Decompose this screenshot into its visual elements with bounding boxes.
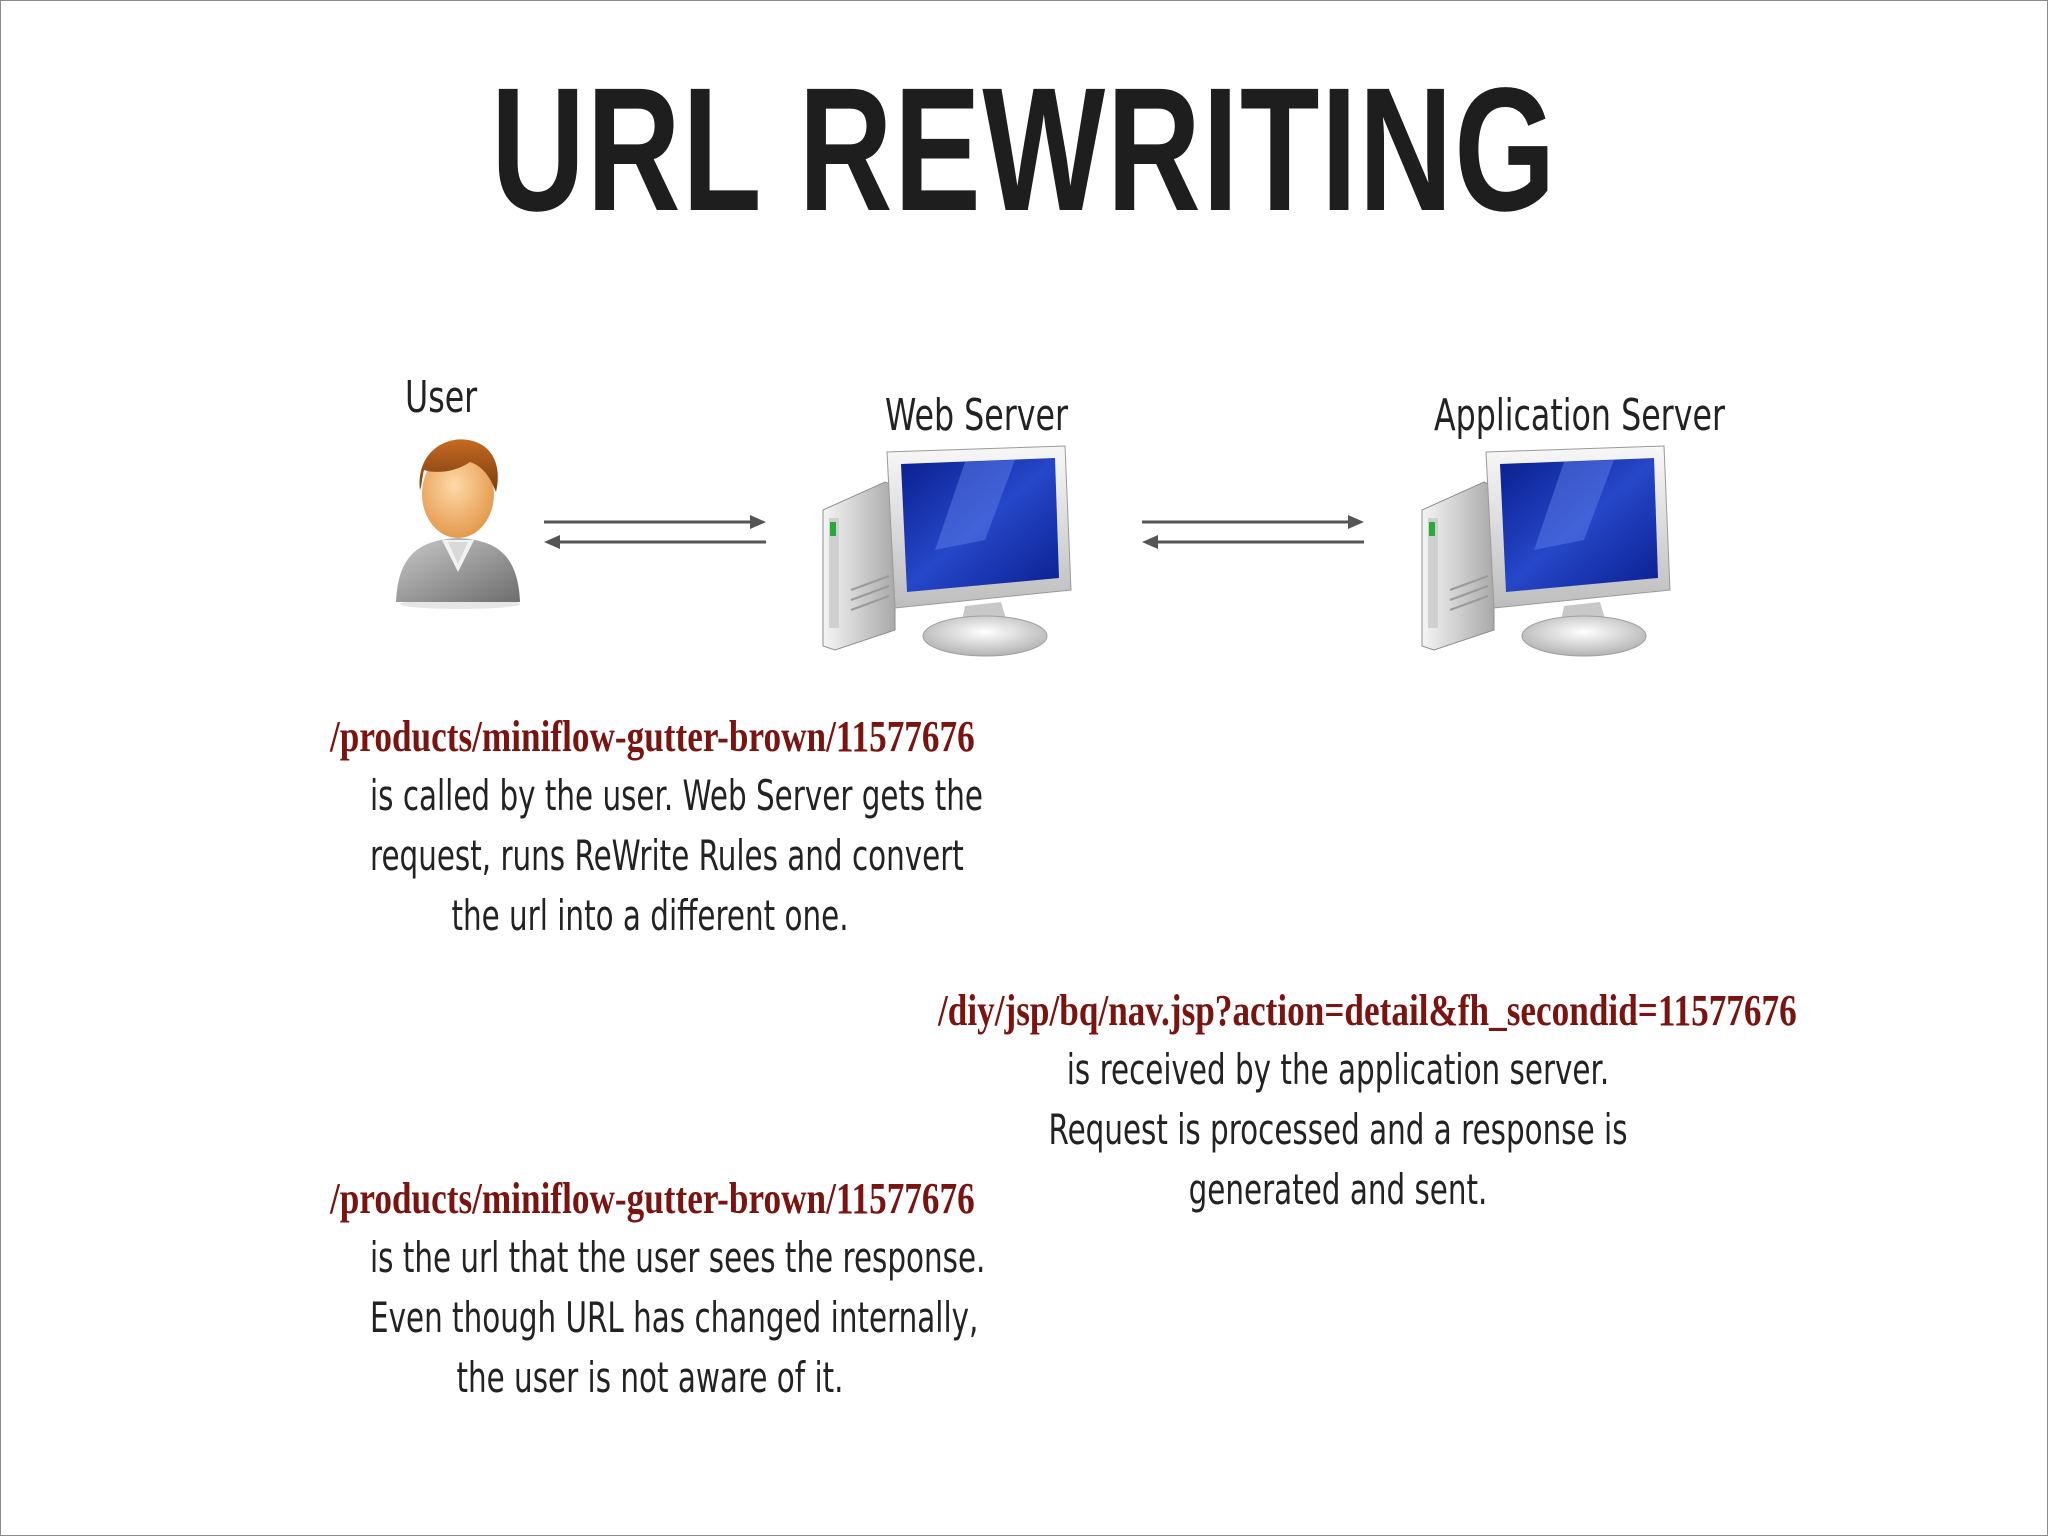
- bidirectional-arrows-icon: [544, 515, 766, 549]
- step-description-line: is called by the user. Web Server gets t…: [370, 771, 983, 820]
- step-description-line: is the url that the user sees the respon…: [370, 1233, 986, 1282]
- user-label: User: [405, 372, 478, 423]
- user-person-icon: [396, 439, 520, 609]
- rewritten-url: /diy/jsp/bq/nav.jsp?action=detail&fh_sec…: [938, 986, 1797, 1035]
- web-server-computer-icon: [822, 445, 1072, 657]
- application-server-label: Application Server: [1434, 390, 1725, 441]
- web-server-label: Web Server: [885, 390, 1069, 441]
- step-description-line: generated and sent.: [1188, 1165, 1488, 1214]
- step-app-server: /diy/jsp/bq/nav.jsp?action=detail&fh_sec…: [838, 982, 1838, 1220]
- step-user-response: /products/miniflow-gutter-brown/11577676…: [250, 1170, 1050, 1408]
- visible-url: /products/miniflow-gutter-brown/11577676: [330, 1174, 975, 1223]
- step-user-request: /products/miniflow-gutter-brown/11577676…: [250, 708, 1050, 946]
- step-description-line: request, runs ReWrite Rules and convert: [370, 831, 964, 880]
- application-server-computer-icon: [1421, 445, 1671, 657]
- step-description-line: is received by the application server.: [1066, 1045, 1610, 1094]
- slide-title: URL REWRITING: [491, 52, 1557, 248]
- step-description-line: Even though URL has changed internally,: [370, 1293, 979, 1342]
- requested-url: /products/miniflow-gutter-brown/11577676: [330, 712, 975, 761]
- bidirectional-arrows-icon: [1142, 515, 1364, 549]
- step-description-line: the url into a different one.: [451, 891, 849, 940]
- step-description-line: the user is not aware of it.: [456, 1353, 844, 1402]
- step-description-line: Request is processed and a response is: [1048, 1105, 1628, 1154]
